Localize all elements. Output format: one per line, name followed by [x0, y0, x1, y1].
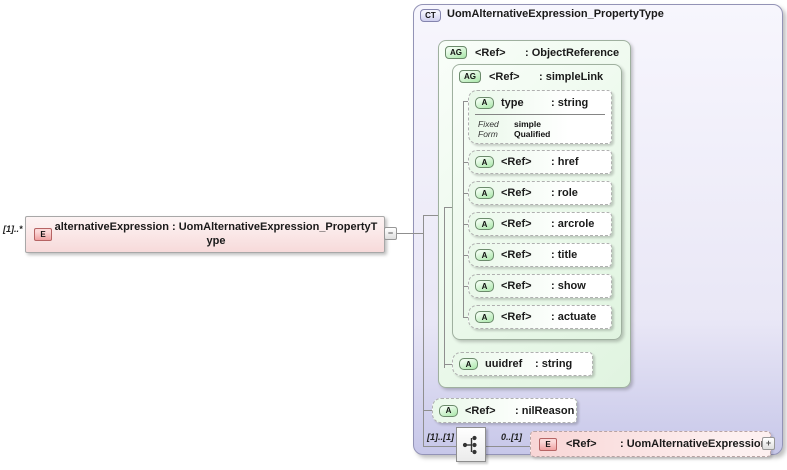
attribute-group-name: <Ref> — [489, 70, 520, 83]
attribute-datatype: : title — [551, 249, 578, 261]
attribute-group-type: : simpleLink — [539, 70, 604, 83]
attribute-arcrole[interactable]: A <Ref> : arcrole — [468, 212, 612, 236]
attribute-datatype: : string — [551, 96, 589, 109]
attribute-datatype: : arcrole — [551, 218, 595, 230]
attribute-name: <Ref> — [501, 311, 532, 323]
attribute-icon: A — [475, 311, 494, 323]
fact-value: simple — [514, 119, 541, 129]
element-ref-type: : UomAlternativeExpression — [620, 438, 768, 450]
attribute-actuate[interactable]: A <Ref> : actuate — [468, 305, 612, 329]
attribute-show[interactable]: A <Ref> : show — [468, 274, 612, 298]
attribute-icon: A — [459, 358, 478, 370]
attribute-datatype: : show — [551, 280, 586, 292]
connector — [463, 224, 468, 225]
element-alternativeexpression[interactable]: E alternativeExpression : UomAlternative… — [25, 216, 385, 253]
attribute-name: <Ref> — [501, 187, 532, 199]
collapse-button[interactable]: − — [384, 227, 397, 240]
sequence-cardinality: [1]..[1] — [427, 432, 454, 442]
attribute-datatype: : href — [551, 156, 579, 168]
attribute-title[interactable]: A <Ref> : title — [468, 243, 612, 267]
expand-button[interactable]: + — [762, 437, 775, 450]
child-element-cardinality: 0..[1] — [501, 432, 523, 442]
attribute-role[interactable]: A <Ref> : role — [468, 181, 612, 205]
attribute-group-icon: AG — [445, 46, 467, 59]
plus-icon: + — [765, 438, 772, 448]
connector — [423, 410, 432, 411]
attribute-name: <Ref> — [501, 249, 532, 261]
attribute-datatype: : nilReason — [515, 404, 575, 417]
connector — [486, 446, 530, 447]
attribute-nilreason[interactable]: A <Ref> : nilReason — [432, 398, 577, 423]
connector — [463, 101, 468, 102]
connector — [463, 286, 468, 287]
attribute-uuidref[interactable]: A uuidref : string — [452, 352, 593, 376]
element-ref-uomalternativeexpression[interactable]: E <Ref> : UomAlternativeExpression — [530, 431, 771, 457]
attribute-icon: A — [475, 156, 494, 168]
fact-label: Fixed — [478, 119, 499, 129]
attribute-icon: A — [475, 187, 494, 199]
attribute-group-icon: AG — [459, 70, 481, 83]
attribute-icon: A — [475, 280, 494, 292]
attribute-datatype: : string — [535, 358, 573, 370]
attribute-group-name: <Ref> — [475, 46, 506, 59]
minus-icon: − — [387, 228, 394, 238]
attribute-name: <Ref> — [501, 280, 532, 292]
connector — [444, 207, 445, 368]
attribute-icon: A — [475, 96, 494, 109]
attribute-icon: A — [475, 218, 494, 230]
facts-divider — [475, 114, 605, 115]
connector — [463, 193, 468, 194]
complex-type-icon: CT — [420, 9, 441, 22]
attribute-icon: A — [475, 249, 494, 261]
element-cardinality: [1]..* — [3, 224, 23, 234]
complex-type-title: UomAlternativeExpression_PropertyType — [447, 8, 664, 20]
connector — [397, 233, 424, 234]
connector — [463, 255, 468, 256]
element-ref-name: <Ref> — [566, 438, 597, 450]
sequence-compositor-icon[interactable] — [456, 427, 486, 462]
connector — [423, 215, 424, 447]
attribute-type[interactable]: A type : string Fixed simple Form Qualif… — [468, 90, 612, 144]
attribute-name: <Ref> — [465, 404, 496, 417]
element-icon: E — [34, 228, 52, 241]
attribute-href[interactable]: A <Ref> : href — [468, 150, 612, 174]
element-icon: E — [539, 437, 557, 451]
connector — [423, 446, 456, 447]
element-label: alternativeExpression : UomAlternativeEx… — [54, 221, 378, 247]
sequence-glyph — [462, 435, 477, 454]
attribute-name: uuidref — [485, 358, 523, 370]
connector — [444, 207, 452, 208]
attribute-name: type — [501, 96, 524, 109]
fact-label: Form — [478, 129, 498, 139]
connector — [444, 364, 452, 365]
connector — [463, 162, 468, 163]
attribute-datatype: : role — [551, 187, 578, 199]
fact-value: Qualified — [514, 129, 551, 139]
attribute-group-type: : ObjectReference — [525, 46, 620, 59]
connector — [423, 215, 438, 216]
attribute-name: <Ref> — [501, 156, 532, 168]
attribute-icon: A — [439, 404, 458, 417]
connector — [463, 317, 468, 318]
connector — [463, 101, 464, 318]
attribute-name: <Ref> — [501, 218, 532, 230]
attribute-datatype: : actuate — [551, 311, 597, 323]
